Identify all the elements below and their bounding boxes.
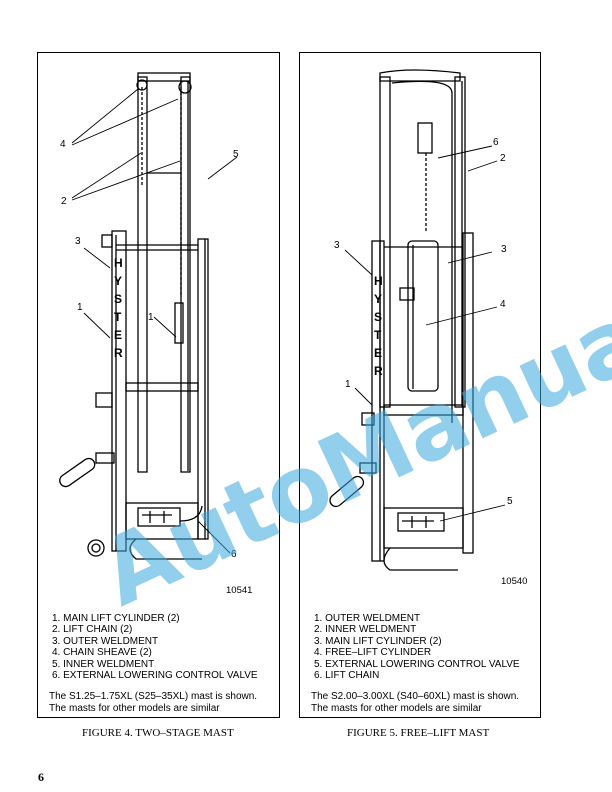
brand-letter: Y [114,274,122,288]
brand-letter: R [374,364,383,378]
legend-item: 3. MAIN LIFT CYLINDER (2) [314,635,442,647]
figure-4-panel: 4 5 2 3 1 1 6 H Y S T E R 10541 1. MAIN … [37,52,280,718]
model-note-line: The masts for other models are similar [49,702,220,714]
callout-2: 2 [61,196,67,207]
legend-list: 1. MAIN LIFT CYLINDER (2) 2. LIFT CHAIN … [52,613,258,681]
brand-letter: H [374,274,383,288]
legend-item: 5. INNER WELDMENT [52,658,155,670]
legend-item: 4. FREE–LIFT CYLINDER [314,647,432,659]
brand-letter: T [374,328,382,342]
free-lift-mast-drawing: 6 2 3 3 4 1 5 H Y S T E R [329,69,513,571]
brand-letter: Y [374,292,382,306]
legend-item: 6. EXTERNAL LOWERING CONTROL VALVE [52,670,258,682]
figure-5-panel: 6 2 3 3 4 1 5 H Y S T E R 10540 1. OUTER… [299,52,541,718]
two-stage-mast-drawing: 4 5 2 3 1 1 6 H Y S T E R [59,72,239,560]
brand-letter: R [114,346,123,360]
legend-item: 1. MAIN LIFT CYLINDER (2) [52,613,180,624]
callout-1-outer: 1 [77,302,83,313]
callout-4: 4 [500,299,506,310]
callout-4: 4 [60,139,66,150]
model-note-line: The S1.25–1.75XL (S25–35XL) mast is show… [49,691,258,702]
figure-4-caption: FIGURE 4. TWO–STAGE MAST [82,727,234,739]
brand-letter: H [114,256,123,270]
callout-2: 2 [500,153,506,164]
brand-letter: S [374,310,382,324]
legend-item: 3. OUTER WELDMENT [52,635,159,647]
model-note: The S2.00–3.00XL (S40–60XL) mast is show… [311,691,519,714]
legend-list: 1. OUTER WELDMENT 2. INNER WELDMENT 3. M… [314,613,520,681]
callout-3: 3 [75,236,81,247]
brand-letter: E [114,328,122,342]
figure-5-caption: FIGURE 5. FREE–LIFT MAST [347,727,490,739]
callout-3-right: 3 [501,244,507,255]
model-note-line: The S2.00–3.00XL (S40–60XL) mast is show… [311,691,520,702]
brand-letter: T [114,310,122,324]
page-number: 6 [38,770,44,784]
legend-item: 6. LIFT CHAIN [314,670,380,682]
figure-number: 10540 [501,576,528,587]
callout-3-left: 3 [334,240,340,251]
brand-letter: S [114,292,122,306]
model-note: The S1.25–1.75XL (S25–35XL) mast is show… [49,691,257,714]
legend-item: 5. EXTERNAL LOWERING CONTROL VALVE [314,658,520,670]
model-note-line: The masts for other models are similar [311,702,482,714]
callout-6: 6 [493,137,499,148]
legend-item: 4. CHAIN SHEAVE (2) [52,647,152,659]
callout-5: 5 [233,149,239,160]
callout-1-inner: 1 [148,312,154,323]
brand-letter: E [374,346,382,360]
legend-item: 2. LIFT CHAIN (2) [52,624,133,636]
callout-1: 1 [345,379,351,390]
legend-item: 1. OUTER WELDMENT [314,613,421,624]
callout-5: 5 [507,496,513,507]
legend-item: 2. INNER WELDMENT [314,624,417,636]
figure-number: 10541 [226,585,253,596]
callout-6: 6 [231,549,237,560]
